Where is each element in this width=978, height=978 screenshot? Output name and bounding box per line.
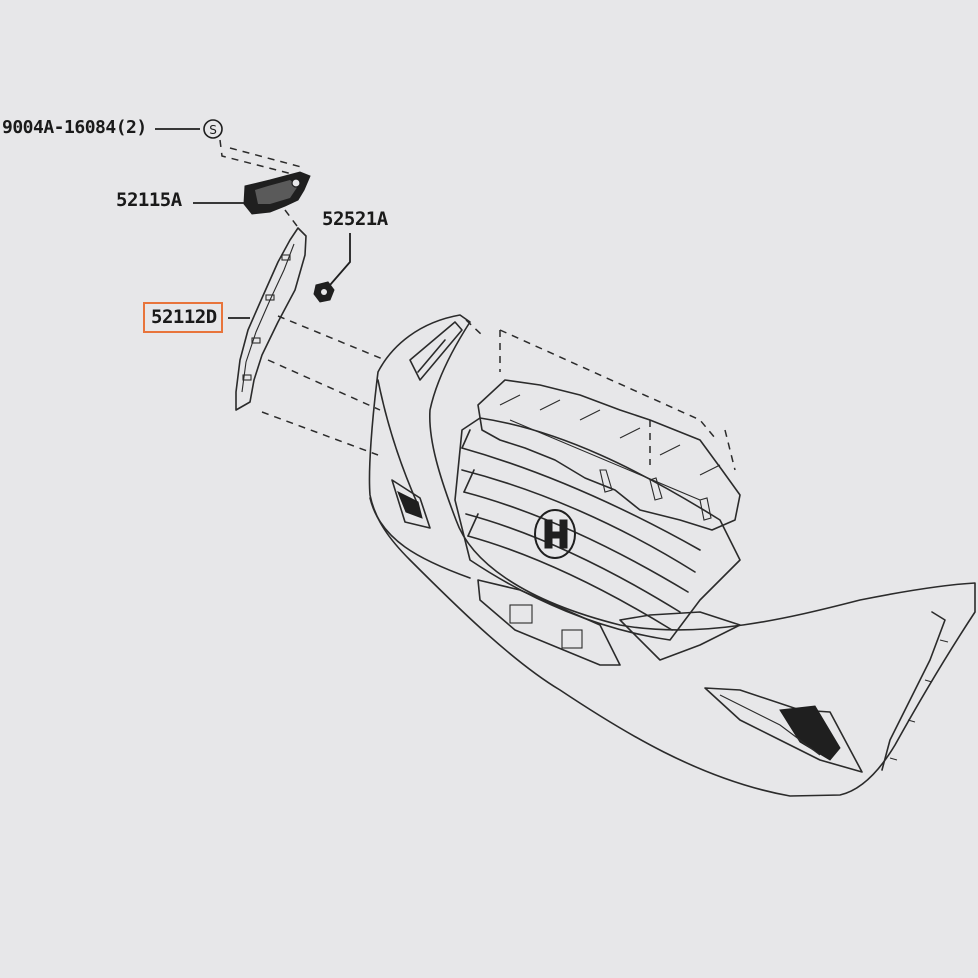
bolt-symbol-letter: S	[209, 123, 217, 137]
assembly-dashed-lines	[219, 139, 736, 471]
retainer-strip-icon	[235, 227, 307, 411]
clip-leader	[329, 233, 351, 286]
bolt-callout-label: 9004A-16084(2)	[2, 117, 147, 138]
bracket-part-icon	[243, 171, 311, 215]
bracket-callout-label: 52115A	[116, 189, 182, 211]
front-bumper-icon	[368, 314, 976, 797]
leader-lines	[155, 128, 351, 319]
bolt-symbol-icon: S	[203, 119, 223, 139]
clip-part-icon	[313, 281, 335, 303]
retainer-callout-label[interactable]: 52112D	[143, 302, 223, 333]
clip-callout-label: 52521A	[322, 208, 388, 230]
